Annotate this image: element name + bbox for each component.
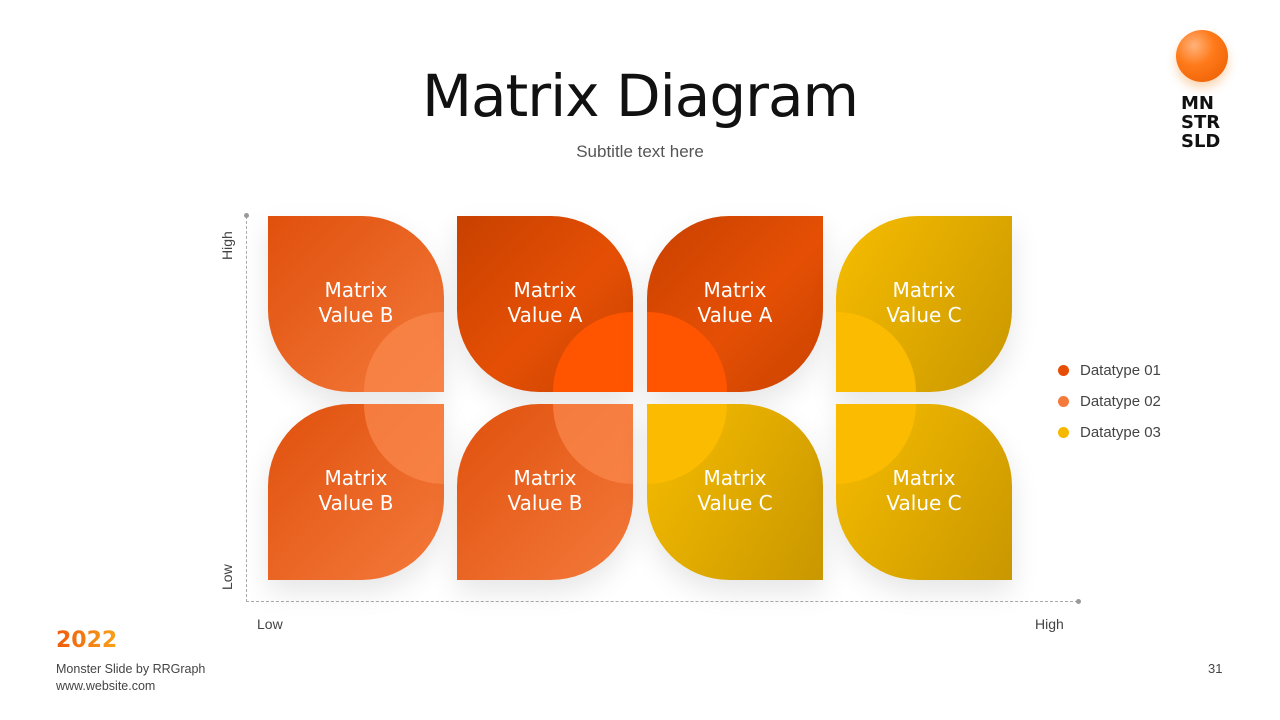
tile-label-line1: Matrix — [324, 278, 388, 302]
legend-dot-icon — [1058, 427, 1069, 438]
y-axis — [246, 216, 247, 602]
x-axis-high-label: High — [1035, 616, 1064, 632]
tile-label-line2: Value C — [697, 491, 773, 515]
footer-credit: Monster Slide by RRGraph www.website.com — [56, 661, 205, 695]
tile-label-line1: Matrix — [513, 466, 577, 490]
legend-label: Datatype 03 — [1080, 424, 1161, 441]
legend-item: Datatype 02 — [1058, 386, 1161, 417]
page-subtitle: Subtitle text here — [576, 142, 704, 161]
tile-label-line1: Matrix — [324, 466, 388, 490]
tile-label-line1: Matrix — [892, 466, 956, 490]
tile-label-line1: Matrix — [703, 466, 767, 490]
website-link[interactable]: www.website.com — [56, 679, 156, 693]
credit-text: Monster Slide by RRGraph — [56, 662, 206, 676]
legend-dot-icon — [1058, 396, 1069, 407]
logo-sphere-icon — [1176, 30, 1228, 82]
tile-label-line2: Value B — [318, 491, 394, 515]
legend-item: Datatype 03 — [1058, 417, 1161, 448]
page-title: Matrix Diagram — [421, 62, 859, 130]
tile-label-line2: Value A — [507, 303, 583, 327]
legend-item: Datatype 01 — [1058, 355, 1161, 386]
tile-label-line1: Matrix — [892, 278, 956, 302]
tile-label-line2: Value A — [697, 303, 773, 327]
legend-label: Datatype 02 — [1080, 393, 1161, 410]
x-axis-low-label: Low — [257, 616, 283, 632]
x-axis — [246, 601, 1078, 602]
legend-label: Datatype 01 — [1080, 362, 1161, 379]
tile-label-line2: Value C — [886, 303, 962, 327]
page-number: 31 — [1208, 661, 1223, 676]
tile-label-line2: Value B — [507, 491, 583, 515]
tile-label-line2: Value C — [886, 491, 962, 515]
y-axis-low-label: Low — [219, 564, 235, 590]
axis-dot — [244, 213, 249, 218]
tile-label-line1: Matrix — [703, 278, 767, 302]
tile-label-line2: Value B — [318, 303, 394, 327]
y-axis-high-label: High — [219, 231, 235, 260]
tile-label-line1: Matrix — [513, 278, 577, 302]
legend-dot-icon — [1058, 365, 1069, 376]
legend: Datatype 01 Datatype 02 Datatype 03 — [1058, 355, 1161, 448]
axis-dot — [1076, 599, 1081, 604]
footer-year: 2022 — [56, 628, 118, 653]
